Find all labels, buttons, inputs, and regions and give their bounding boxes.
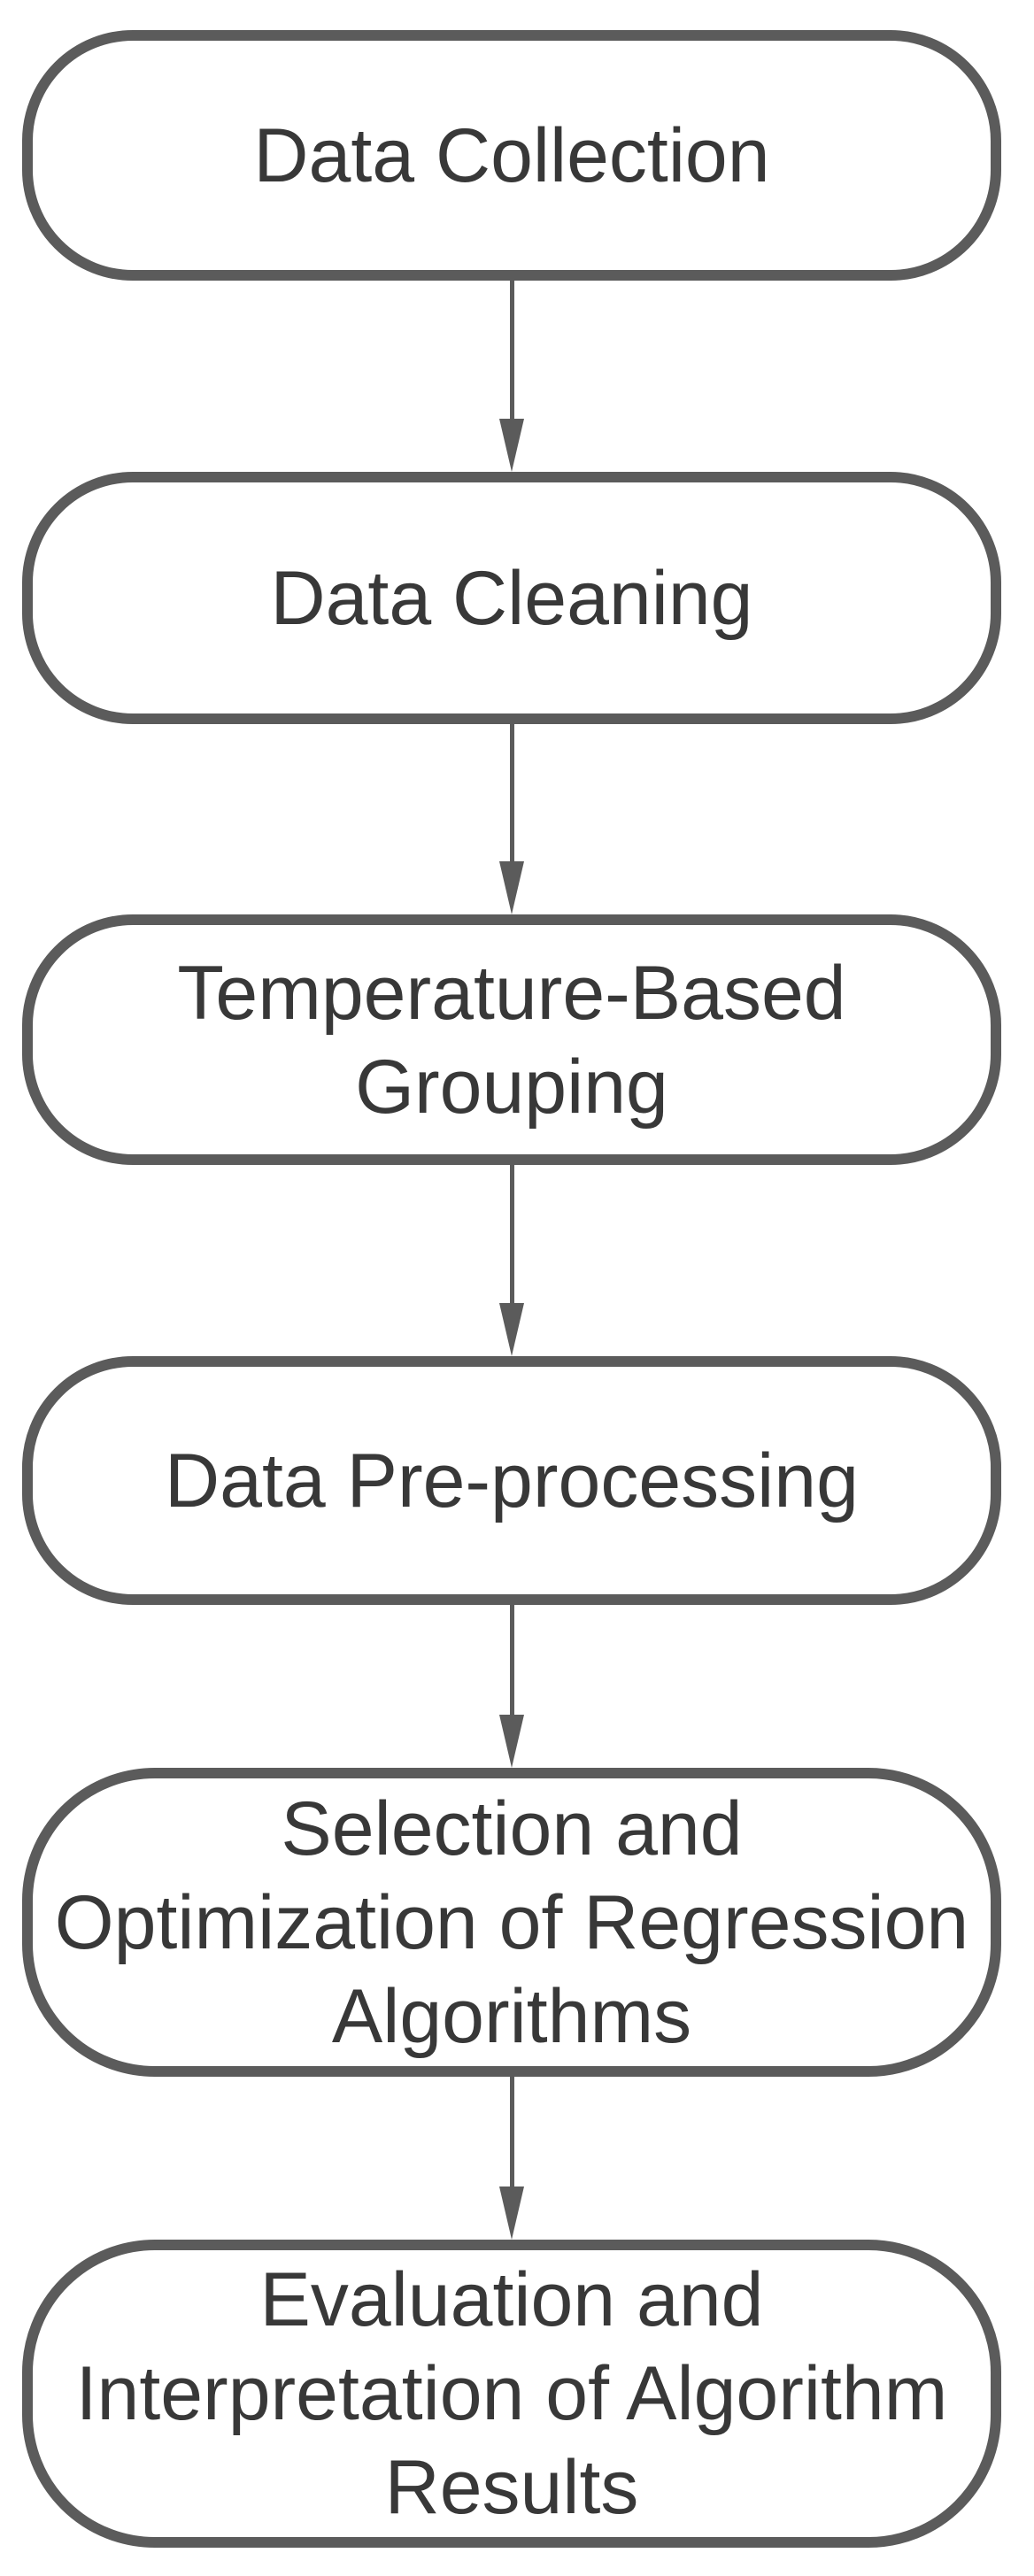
node-label-line: Grouping: [355, 1044, 668, 1130]
arrow-line: [509, 1605, 514, 1715]
flow-node-evaluation-interpretation-results: Evaluation and Interpretation of Algorit…: [22, 2240, 1001, 2548]
flow-node-selection-optimization-regression: Selection and Optimization of Regression…: [22, 1768, 1001, 2077]
node-label-line: Optimization of Regression: [54, 1879, 969, 1965]
node-label: Data Collection: [253, 112, 770, 198]
arrowhead-down: [499, 1715, 524, 1768]
node-label-line: Evaluation and: [259, 2257, 764, 2342]
arrowhead-down: [499, 1303, 524, 1356]
arrow-grouping-to-preprocessing: [22, 1165, 1001, 1356]
arrow-line: [509, 724, 514, 861]
arrow-selection-to-evaluation: [22, 2077, 1001, 2240]
node-label-line: Results: [384, 2445, 639, 2530]
node-label-line: Interpretation of Algorithm: [75, 2351, 948, 2436]
arrow-line: [509, 1165, 514, 1303]
flow-node-data-cleaning: Data Cleaning: [22, 472, 1001, 724]
flow-node-data-collection: Data Collection: [22, 30, 1001, 281]
node-label: Data Cleaning: [270, 555, 753, 641]
arrowhead-down: [499, 861, 524, 914]
arrow-line: [509, 281, 514, 419]
flow-node-data-pre-processing: Data Pre-processing: [22, 1356, 1001, 1605]
node-label-line: Selection and: [281, 1785, 743, 1871]
node-label: Data Pre-processing: [165, 1438, 859, 1523]
node-label-line: Algorithms: [331, 1973, 692, 2059]
arrow-preprocessing-to-selection: [22, 1605, 1001, 1768]
arrowhead-down: [499, 2187, 524, 2240]
arrowhead-down: [499, 419, 524, 472]
flow-node-temperature-based-grouping: Temperature-Based Grouping: [22, 914, 1001, 1165]
arrow-data-cleaning-to-grouping: [22, 724, 1001, 914]
arrow-data-collection-to-data-cleaning: [22, 281, 1001, 472]
arrow-line: [509, 2077, 514, 2187]
node-label-line: Temperature-Based: [177, 950, 846, 1036]
